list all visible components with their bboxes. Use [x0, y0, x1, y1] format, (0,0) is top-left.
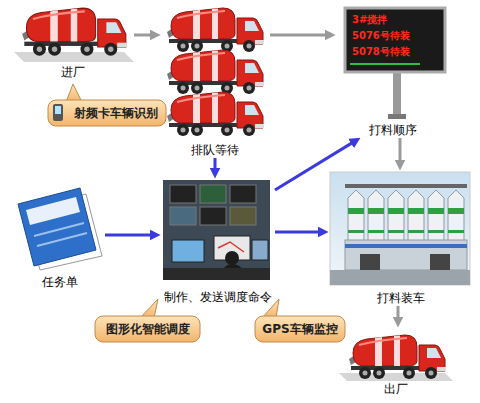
callout-box: 射频卡车辆识别: [48, 100, 166, 126]
plant-photo: [448, 190, 464, 245]
plant-photo: [360, 254, 380, 270]
led-display: [393, 72, 401, 118]
plant-photo: [430, 254, 450, 270]
picture-caption: 任务单: [15, 274, 105, 290]
queue-trucks: [167, 50, 264, 94]
truck-picture: [14, 52, 134, 62]
callout-box: 图形化智能调度: [95, 316, 200, 342]
plant-photo: [345, 184, 467, 188]
callout-bubble: [255, 316, 345, 342]
picture-node: 制作、发送调度命令: [160, 178, 275, 305]
dispatch-photo: [172, 240, 204, 262]
picture-node: 排队等待: [160, 4, 270, 158]
truck-picture: [349, 335, 446, 379]
led-display: [345, 8, 445, 72]
led-text: 5078号待装: [352, 44, 442, 60]
callout-bubble: [48, 100, 166, 126]
queue-trucks: [167, 8, 264, 52]
picture-node: 进厂: [12, 4, 134, 80]
plant-photo: [345, 240, 467, 270]
book-icon: [37, 233, 87, 246]
picture-node: 出厂: [343, 327, 448, 397]
dispatch-photo: [225, 251, 239, 265]
dispatch-photo: [218, 242, 244, 252]
dispatch-photo: [230, 185, 256, 203]
callout-bubble: [55, 106, 61, 114]
queue-trucks: [167, 8, 264, 136]
dispatch-photo: [200, 207, 226, 225]
picture-node: 打料顺序: [335, 6, 450, 138]
book-icon: [34, 223, 84, 236]
picture-node: 打料装车: [328, 170, 473, 306]
dispatch-photo: [170, 207, 196, 225]
callout-bubble: [95, 316, 200, 342]
book-icon: [18, 188, 96, 266]
callout-bubble: [48, 84, 345, 342]
dispatch-photo: [200, 185, 226, 203]
dispatch-photo: [163, 180, 270, 280]
picture-caption: 制作、发送调度命令: [160, 289, 275, 305]
plant-photo: [330, 172, 470, 285]
book-icon: [18, 188, 102, 270]
callout-text: 图形化智能调度: [95, 316, 200, 342]
picture-caption: 打料顺序: [335, 122, 450, 138]
led-text: 5076号待装: [352, 28, 442, 44]
led-display: [388, 114, 406, 119]
queue-trucks: [167, 92, 264, 136]
dispatch-photo: [230, 207, 256, 225]
flow-arrow: [275, 231, 322, 234]
plant-photo: [388, 190, 404, 245]
flow-arrow: [270, 34, 329, 37]
led-display: [350, 63, 420, 65]
plant-photo: [428, 190, 444, 245]
flow-arrow: [397, 306, 400, 321]
callout-bubble: [53, 104, 63, 121]
callout-box: GPS车辆监控: [255, 316, 345, 342]
dispatch-photo: [170, 185, 196, 203]
truck-picture: [339, 335, 453, 381]
book-icon: [26, 197, 80, 225]
plant-photo: [368, 190, 384, 245]
truck-picture: [14, 8, 134, 62]
picture-caption: 进厂: [12, 64, 134, 80]
dispatch-photo: [163, 180, 270, 280]
callout-text: GPS车辆监控: [255, 316, 345, 342]
dispatch-photo: [252, 240, 268, 260]
callout-bubble: [140, 299, 158, 318]
flow-arrow: [105, 234, 154, 237]
led-display: [345, 8, 445, 119]
flow-arrow: [275, 141, 355, 190]
led-text: 3#搅拌: [352, 12, 442, 28]
picture-node: 任务单: [15, 188, 105, 290]
truck-picture: [22, 8, 127, 56]
picture-caption: 打料装车: [328, 290, 473, 306]
plant-photo: [330, 270, 470, 285]
callout-bubble: [66, 84, 82, 102]
plant-photo: [330, 172, 470, 285]
flow-arrow: [134, 34, 154, 37]
plant-photo: [345, 244, 467, 248]
plant-photo: [408, 190, 424, 245]
picture-caption: 出厂: [343, 381, 448, 397]
dispatch-photo: [163, 268, 270, 280]
plant-photo: [348, 190, 364, 245]
picture-caption: 排队等待: [160, 142, 270, 158]
flow-arrow: [399, 138, 402, 164]
callout-text: 射频卡车辆识别: [48, 100, 166, 126]
flow-arrow: [214, 158, 217, 172]
